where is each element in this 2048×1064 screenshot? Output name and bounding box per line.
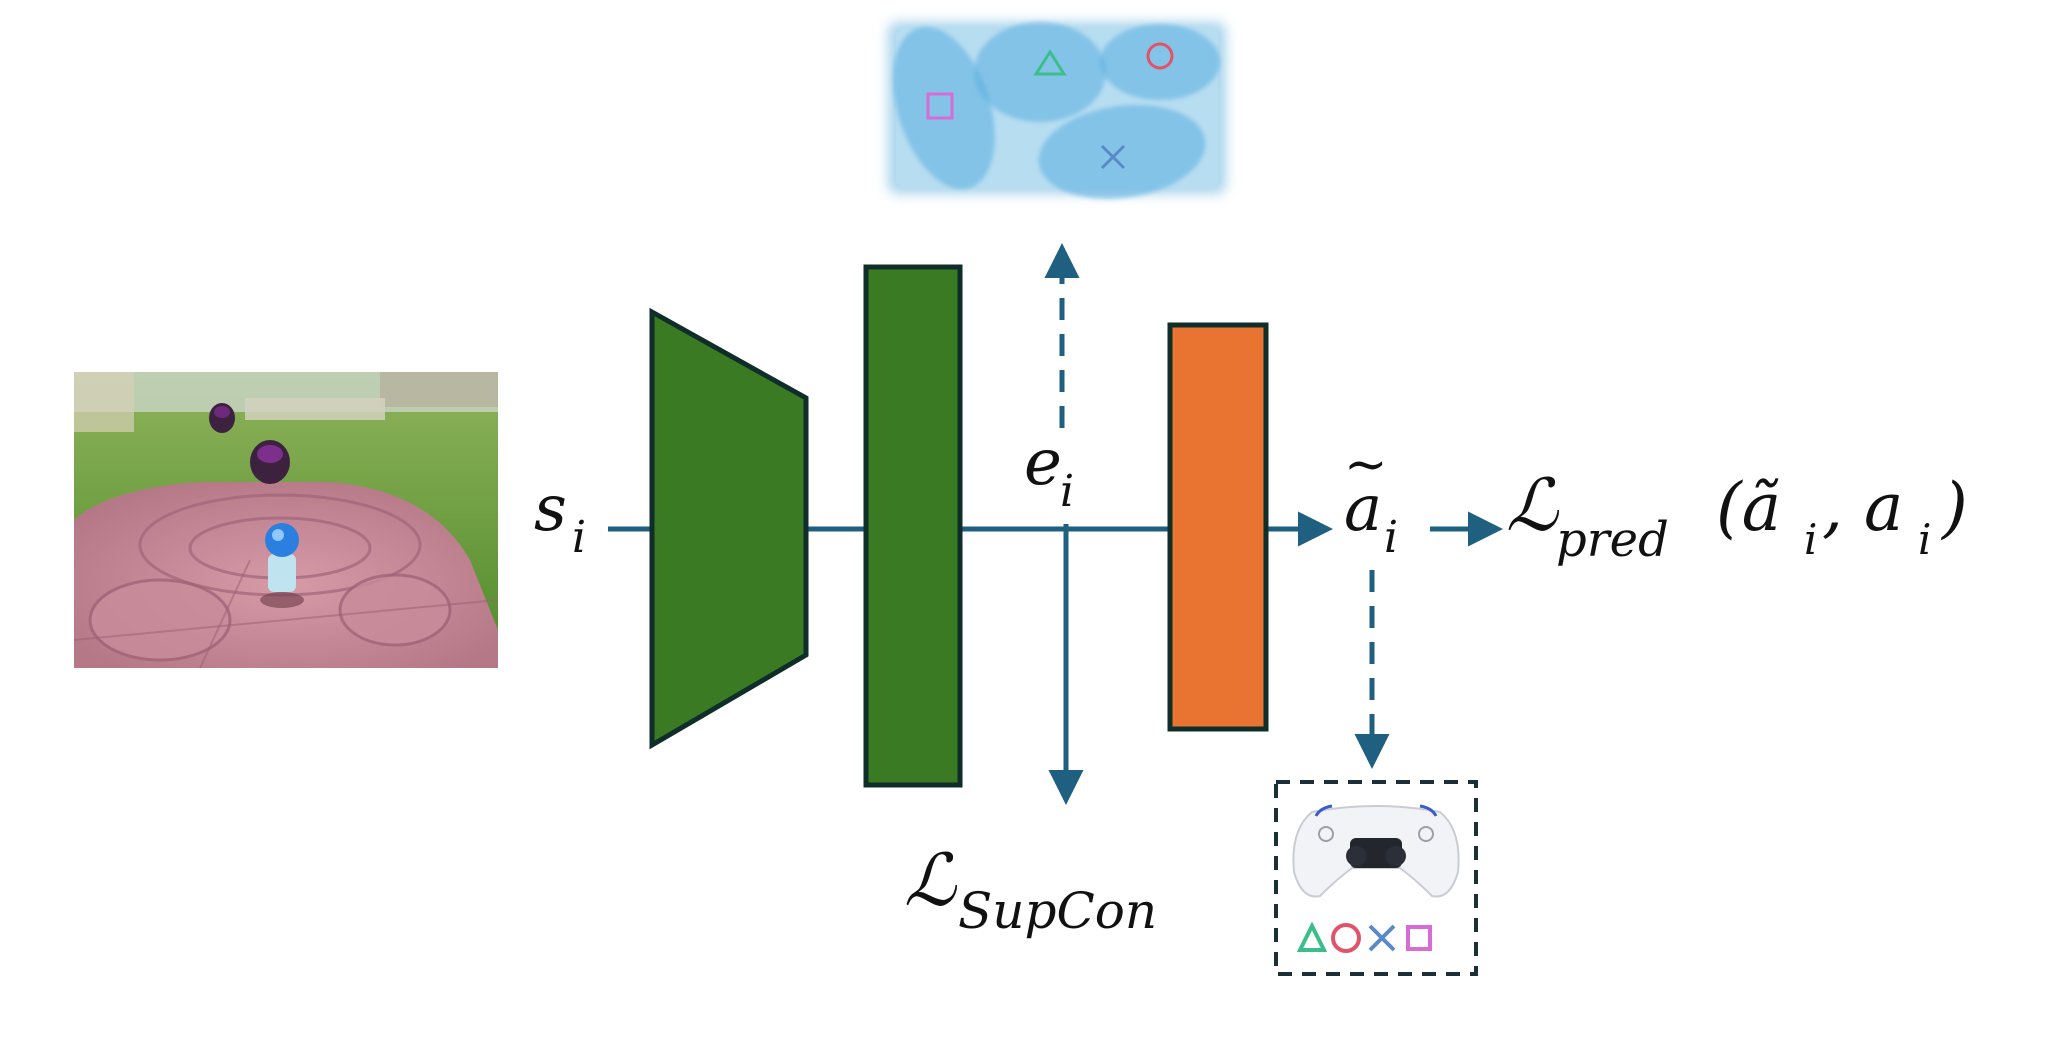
predicted-action-label: a ~ i	[1344, 435, 1398, 563]
svg-text:, a: , a	[1822, 469, 1903, 546]
triangle-button-icon	[1296, 921, 1328, 952]
player-character	[260, 523, 304, 608]
svg-text:): )	[1940, 469, 1968, 546]
embedding-label: e i	[1024, 426, 1074, 517]
state-label: s i	[534, 472, 586, 563]
svg-text:i: i	[1804, 515, 1817, 564]
cross-button-icon	[1368, 924, 1396, 952]
square-cluster-icon	[926, 92, 954, 120]
embedding-block	[863, 264, 963, 788]
svg-text:i: i	[1384, 512, 1398, 563]
controller-action-box	[1274, 780, 1478, 976]
action-head-block	[1167, 322, 1269, 732]
svg-text:i: i	[1060, 466, 1074, 517]
supcon-loss-label: ℒ SupCon	[904, 838, 1157, 940]
circle-cluster-icon	[1146, 42, 1174, 70]
embedding-cluster-image	[888, 22, 1226, 200]
cross-cluster-icon	[1100, 144, 1126, 170]
enemy-sprite	[209, 403, 235, 433]
circle-button-icon	[1331, 923, 1361, 953]
svg-text:~: ~	[1344, 435, 1388, 495]
svg-text:e: e	[1024, 426, 1062, 500]
svg-text:s: s	[534, 472, 567, 546]
encoder-block	[649, 307, 809, 750]
svg-text:a: a	[1344, 472, 1382, 546]
svg-text:(ã: (ã	[1716, 469, 1781, 546]
svg-text:SupCon: SupCon	[958, 882, 1157, 940]
svg-text:ℒ: ℒ	[1506, 463, 1560, 547]
svg-text:i: i	[1918, 515, 1931, 564]
svg-text:ℒ: ℒ	[904, 838, 958, 922]
gamepad-icon	[1292, 804, 1460, 898]
svg-text:i: i	[572, 512, 586, 563]
triangle-cluster-icon	[1033, 49, 1067, 76]
game-screenshot	[73, 372, 499, 669]
square-button-icon	[1406, 925, 1432, 951]
controller-buttons-row	[1296, 921, 1432, 953]
enemy-sprite	[250, 440, 290, 484]
prediction-loss-label: ℒ pred (ã i , a i )	[1506, 463, 1968, 568]
svg-text:pred: pred	[1556, 512, 1669, 568]
